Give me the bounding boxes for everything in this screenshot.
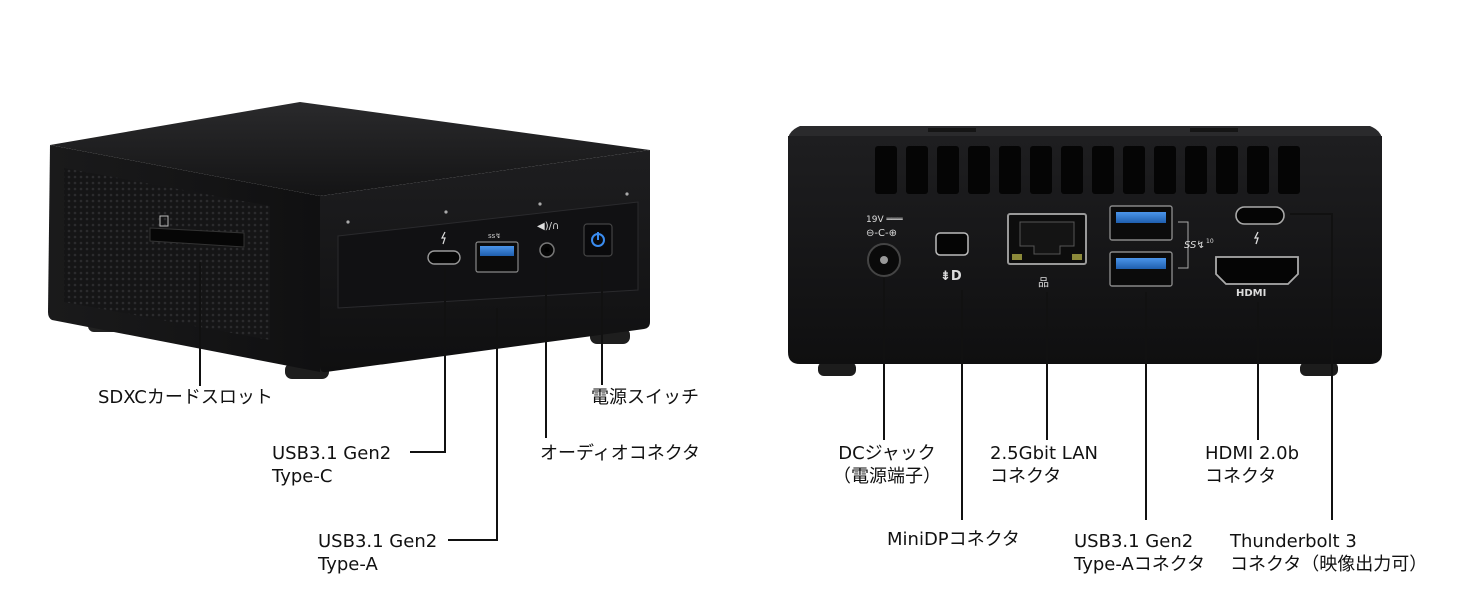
- label-line: コネクタ（映像出力可）: [1230, 554, 1428, 575]
- label-power-switch: 電源スイッチ: [591, 387, 699, 408]
- leader-lines: [199, 213, 1333, 541]
- thunderbolt-icon: [441, 231, 446, 245]
- top-surface: [50, 102, 650, 196]
- label-line: 2.5Gbit LAN: [990, 443, 1098, 464]
- minidp-port: [935, 232, 969, 256]
- dc-polarity-icon: ⊖-C-⊕: [866, 228, 897, 239]
- label-hdmi: HDMI 2.0b コネクタ: [1205, 442, 1299, 488]
- label-line: コネクタ: [1205, 466, 1277, 487]
- label-usb-c-front: USB3.1 Gen2 Type-C: [272, 442, 391, 488]
- sd-card-icon: [159, 215, 169, 227]
- label-line: DCジャック: [838, 443, 936, 464]
- label-line: Type-A: [318, 554, 378, 575]
- thunderbolt-icon: [1253, 231, 1259, 245]
- side-vent-mesh: [64, 168, 270, 340]
- label-line: USB3.1 Gen2: [318, 531, 438, 552]
- label-dc-jack: DCジャック （電源端子）: [822, 442, 952, 488]
- rear-view-device: 19V ═══ ⊖-C-⊕ ⇟D 品 SS↯ 10 HDMI: [788, 126, 1382, 376]
- label-usb-a-front: USB3.1 Gen2 Type-A: [318, 530, 437, 576]
- front-view-device: ss↯ ◀)/∩: [48, 102, 650, 379]
- hdmi-logo: HDMI: [1236, 288, 1266, 299]
- label-thunderbolt: Thunderbolt 3 コネクタ（映像出力可）: [1230, 530, 1427, 576]
- label-line: Thunderbolt 3: [1230, 531, 1357, 552]
- displayport-icon: ⇟D: [940, 269, 962, 284]
- label-line: HDMI 2.0b: [1205, 443, 1300, 464]
- label-line: USB3.1 Gen2: [272, 443, 392, 464]
- headphone-icon: ◀)/∩: [537, 221, 559, 232]
- leader-usbc: [410, 268, 446, 453]
- hdmi-port: [1215, 256, 1299, 285]
- usb-ss-mark: SS↯: [1184, 240, 1205, 251]
- label-sdxc-slot: SDXCカードスロット: [98, 387, 273, 408]
- usb-a-tongue: [480, 246, 514, 256]
- label-usb-a-rear: USB3.1 Gen2 Type-Aコネクタ: [1074, 530, 1205, 576]
- label-line: USB3.1 Gen2: [1074, 531, 1194, 552]
- label-line: コネクタ: [990, 466, 1062, 487]
- leader-usba: [448, 308, 498, 541]
- label-lan: 2.5Gbit LAN コネクタ: [990, 442, 1098, 488]
- rear-vents: [875, 146, 1300, 194]
- label-line: Type-C: [272, 466, 333, 487]
- usb-ss-icon: ss↯: [488, 232, 501, 240]
- sdxc-slot: [149, 227, 245, 248]
- dc-voltage-mark: 19V ═══: [866, 215, 903, 225]
- label-line: （電源端子）: [833, 466, 941, 487]
- label-minidp: MiniDPコネクタ: [887, 529, 1020, 550]
- usb-speed-mark: 10: [1206, 238, 1214, 245]
- usb-bracket: [1178, 221, 1189, 269]
- label-audio: オーディオコネクタ: [540, 443, 701, 464]
- usb-c-port: [427, 250, 461, 265]
- foot: [1300, 362, 1338, 376]
- foot: [818, 362, 856, 376]
- thunderbolt-port: [1235, 206, 1285, 225]
- network-icon: 品: [1038, 276, 1049, 289]
- label-line: Type-Aコネクタ: [1074, 554, 1206, 575]
- leader-thunderbolt: [1290, 213, 1333, 520]
